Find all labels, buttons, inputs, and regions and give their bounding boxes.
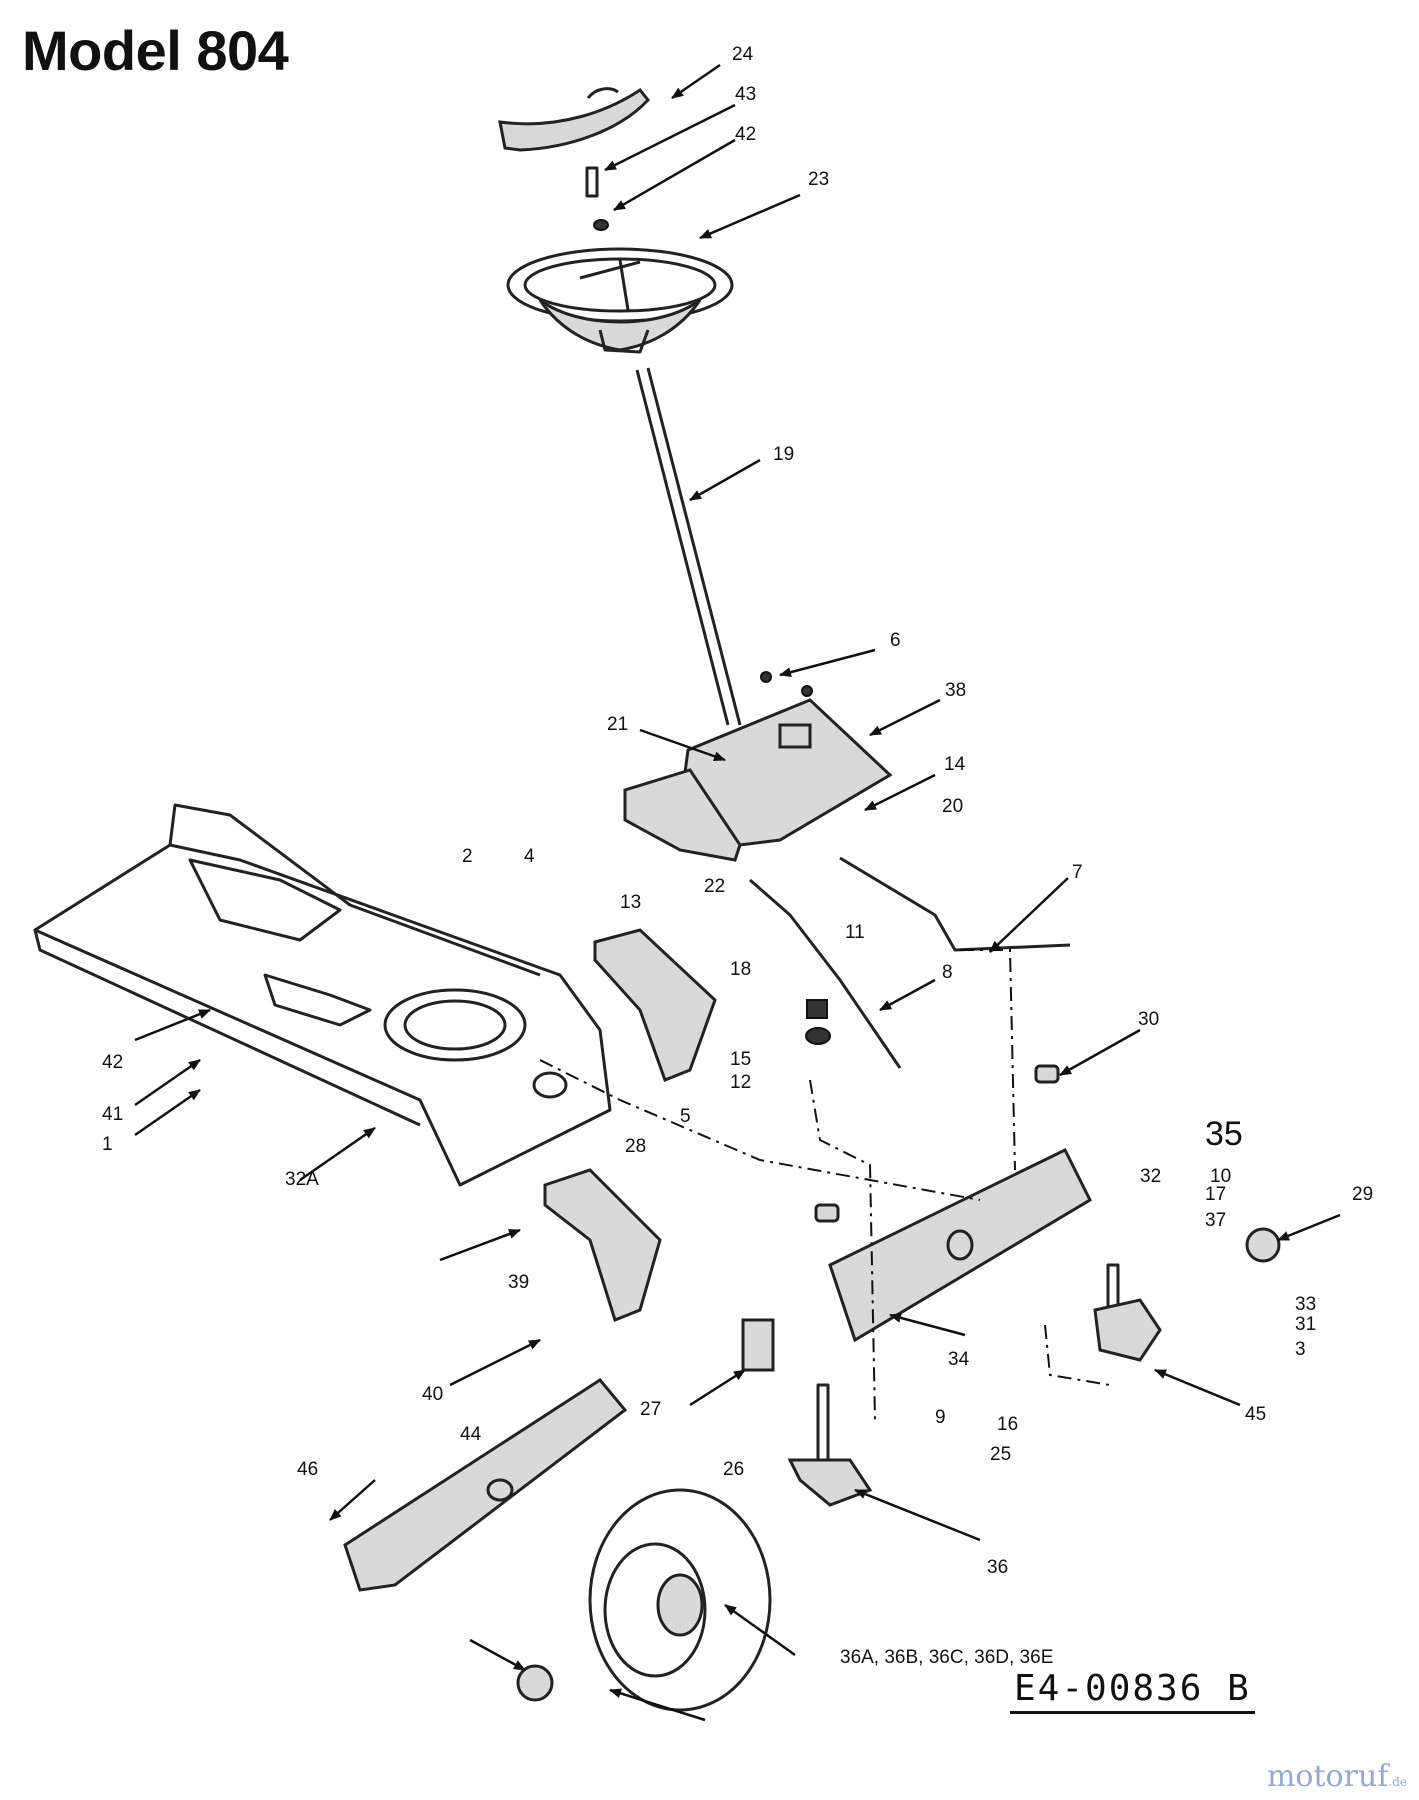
drawing-code: E4-00836 B — [1010, 1668, 1255, 1714]
front-wheel — [588, 1488, 772, 1712]
callout-label: 8 — [942, 962, 953, 983]
callout-label: 29 — [1352, 1184, 1373, 1205]
callout-label: 31 — [1295, 1314, 1316, 1335]
screw-43 — [585, 166, 599, 198]
bushing-30-lower — [814, 1203, 840, 1223]
callout-label: 25 — [990, 1444, 1011, 1465]
callout-label: 14 — [944, 754, 966, 775]
callout-label: 43 — [735, 84, 756, 105]
callout-label: 40 — [422, 1384, 443, 1405]
steering-shaft — [635, 367, 742, 726]
watermark-name: motoruf — [1266, 1759, 1389, 1794]
bushing-15 — [805, 1027, 831, 1045]
callout-label: 17 — [1205, 1184, 1226, 1205]
callout-label: 36 — [987, 1557, 1008, 1578]
callout-label: 32A — [285, 1169, 319, 1190]
callout-label: 22 — [704, 876, 725, 897]
callout-label: 6 — [890, 630, 901, 651]
callout-label: 44 — [460, 1424, 482, 1445]
callout-label: 33 — [1295, 1294, 1316, 1315]
callout-label: 20 — [942, 796, 963, 817]
callout-leaders — [134, 63, 1341, 1722]
washer-42 — [593, 219, 609, 231]
callout-label: 27 — [640, 1399, 661, 1420]
bushing-18 — [806, 999, 828, 1019]
spindle-left — [787, 1383, 873, 1507]
page-title: Model 804 — [22, 19, 289, 82]
bushing-30-upper — [1034, 1064, 1060, 1084]
callout-label: 13 — [620, 892, 641, 913]
drag-link-7 — [839, 856, 1071, 952]
bracket-3 — [543, 1168, 662, 1322]
steering-support-bracket — [623, 671, 893, 862]
hub-cap-37-left — [516, 1664, 554, 1702]
front-axle — [828, 1147, 1092, 1343]
spindle-right — [1093, 1263, 1162, 1362]
main-frame — [33, 803, 612, 1187]
callout-label: 45 — [1245, 1404, 1266, 1425]
callout-label: 39 — [508, 1272, 529, 1293]
callout-label: 11 — [845, 922, 865, 943]
callout-label: 42 — [102, 1052, 123, 1073]
callout-label: 4 — [524, 846, 535, 867]
callout-label: 16 — [997, 1414, 1018, 1435]
callout-label: 1 — [102, 1134, 113, 1155]
callout-label: 34 — [948, 1349, 970, 1370]
callout-label: 46 — [297, 1459, 318, 1480]
callout-label: 12 — [730, 1072, 751, 1093]
callout-label: 15 — [730, 1049, 751, 1070]
hub-cap-37-right — [1245, 1227, 1281, 1263]
steering-wheel — [506, 247, 734, 354]
callout-label: 32 — [1140, 1166, 1161, 1187]
callout-label: 28 — [625, 1136, 646, 1157]
callout-label: 24 — [732, 44, 754, 65]
callout-label: 10 — [1210, 1166, 1231, 1187]
callout-label: 38 — [945, 680, 966, 701]
callout-label: 42 — [735, 124, 756, 145]
spacer-44 — [741, 1318, 775, 1372]
bracket-4 — [593, 928, 717, 1082]
steering-cap-cover — [498, 87, 650, 152]
callout-label: 5 — [680, 1106, 691, 1127]
callout-label: 26 — [723, 1459, 744, 1480]
callout-label: 36A, 36B, 36C, 36D, 36E — [840, 1647, 1053, 1668]
callout-label: 3 — [1295, 1339, 1306, 1360]
watermark-logo: motoruf.de — [1267, 1759, 1407, 1794]
callout-label: 19 — [773, 444, 794, 465]
callout-label: 30 — [1138, 1009, 1159, 1030]
callout-labels: 24 43 42 23 19 6 38 21 14 20 22 13 11 7 … — [102, 44, 1373, 1668]
callout-label: 21 — [607, 714, 628, 735]
callout-label: 37 — [1205, 1210, 1226, 1231]
callout-label: 18 — [730, 959, 751, 980]
callout-label: 23 — [808, 169, 829, 190]
callout-label: 7 — [1072, 862, 1083, 883]
callout-label: 41 — [102, 1104, 123, 1125]
callout-label: 9 — [935, 1407, 946, 1428]
callout-label: 35 — [1205, 1115, 1243, 1153]
drag-link-8 — [749, 878, 902, 1069]
callout-label: 2 — [462, 846, 473, 867]
watermark-suffix: .de — [1388, 1775, 1407, 1789]
front-axle-pivot-bar — [343, 1378, 628, 1592]
